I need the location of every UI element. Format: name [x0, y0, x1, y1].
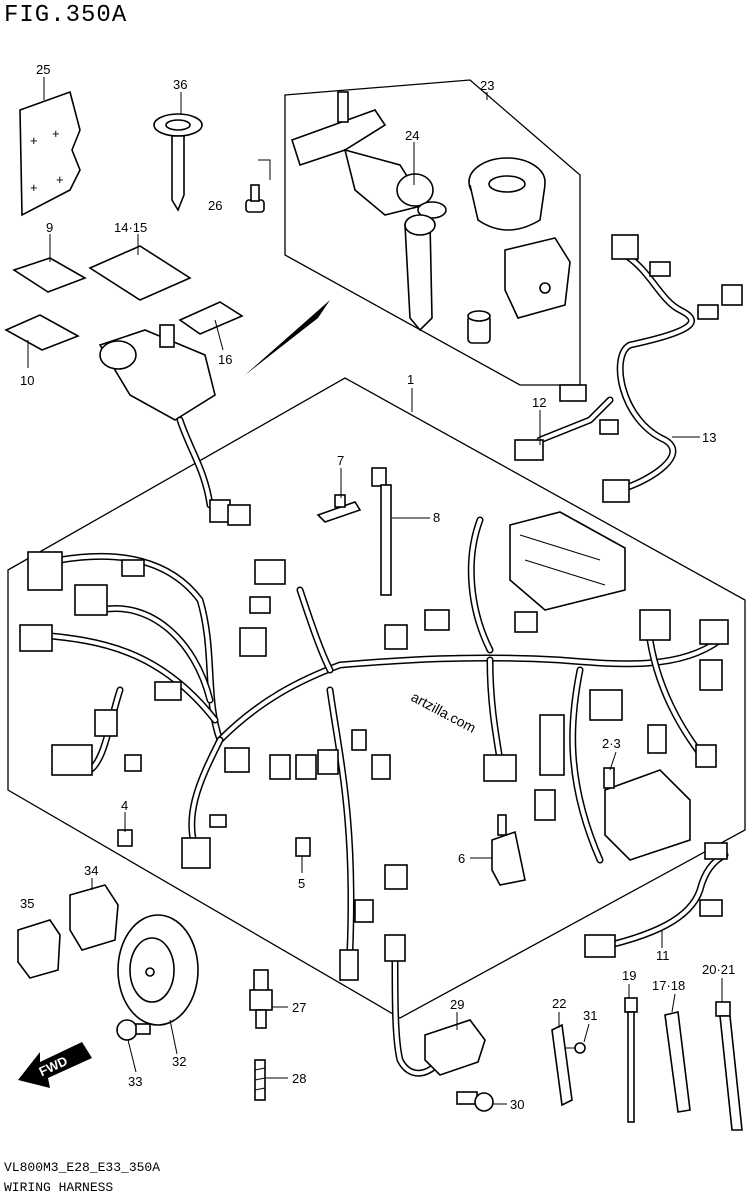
callout-2-3: 2·3: [602, 736, 621, 751]
callout-labels: 1 23 24 25 36 26 9 14·15 16 10 12 13 7 8…: [20, 62, 735, 1112]
clamp-22-part: [551, 1023, 573, 1107]
clamp-2021-part: [715, 1001, 743, 1131]
sensor-29-part: [384, 934, 486, 1077]
svg-text:+: +: [56, 172, 64, 187]
relay-35-part: [17, 919, 61, 979]
relay-6-part: [491, 814, 526, 886]
callout-35: 35: [20, 896, 34, 911]
callout-19: 19: [622, 968, 636, 983]
leader-lines: [27, 77, 723, 1105]
callout-25: 25: [36, 62, 50, 77]
relay-34-part: [69, 884, 119, 951]
callout-17-18: 17·18: [652, 978, 685, 993]
band-19-part: [624, 997, 638, 1123]
callout-26: 26: [208, 198, 222, 213]
callout-10: 10: [20, 373, 34, 388]
callout-32: 32: [172, 1054, 186, 1069]
callout-12: 12: [532, 395, 546, 410]
callout-29: 29: [450, 997, 464, 1012]
bolt-30-part: [456, 1091, 494, 1112]
callout-6: 6: [458, 851, 465, 866]
sub-harness-13-part: [602, 234, 743, 503]
ignition-switch-part: [98, 324, 216, 421]
callout-7: 7: [337, 453, 344, 468]
callout-9: 9: [46, 220, 53, 235]
callout-22: 22: [552, 996, 566, 1011]
label-plates-part: [4, 245, 244, 351]
callout-8: 8: [433, 510, 440, 525]
callout-33: 33: [128, 1074, 142, 1089]
clamp-7-part: [316, 494, 362, 523]
clamp-1718-part: [664, 1011, 691, 1113]
fuse-5-part: [295, 837, 311, 857]
fwd-arrow-icon: FWD: [18, 1042, 92, 1088]
callout-34: 34: [84, 863, 98, 878]
ignition-connector: [209, 499, 251, 526]
callout-4: 4: [121, 798, 128, 813]
callout-5: 5: [298, 876, 305, 891]
callout-30: 30: [510, 1097, 524, 1112]
spring-28-part: [254, 1059, 266, 1101]
screw-26-part: [245, 159, 271, 213]
small-lock-cylinder-part: [467, 310, 491, 344]
callout-28: 28: [292, 1071, 306, 1086]
svg-text:+: +: [30, 133, 38, 148]
sub-harness-12-part: [514, 384, 619, 461]
sub-harness-11-part: [584, 842, 729, 958]
switch-27-part: [249, 969, 273, 1029]
figure-title: FIG.350A: [4, 2, 128, 29]
screw-31-part: [565, 1042, 586, 1054]
callout-31: 31: [583, 1008, 597, 1023]
lock-cap-part: [468, 157, 546, 231]
callout-13: 13: [702, 430, 716, 445]
watermark-text: artzilla.com: [409, 689, 479, 736]
seat-lock-part: [504, 237, 571, 319]
callout-11: 11: [656, 948, 670, 963]
ignition-lock-part: [291, 91, 447, 332]
callout-20-21: 20·21: [702, 962, 735, 977]
direction-triangle: [245, 300, 330, 375]
key-part: [153, 113, 203, 212]
callout-1: 1: [407, 372, 414, 387]
callout-24: 24: [405, 128, 419, 143]
bolt-33-part: [116, 1019, 151, 1041]
callout-23: 23: [480, 78, 494, 93]
callout-16: 16: [218, 352, 232, 367]
svg-text:+: +: [52, 126, 60, 141]
callout-27: 27: [292, 1000, 306, 1015]
main-harness-part: [19, 511, 729, 981]
callout-14-15: 14·15: [114, 220, 147, 235]
fuse-box-part: [603, 767, 691, 861]
callout-36: 36: [173, 77, 187, 92]
bracket-plate-part: + + + +: [19, 90, 81, 217]
fuse-4-part: [117, 829, 133, 847]
svg-text:+: +: [30, 180, 38, 195]
figure-name: WIRING HARNESS: [4, 1180, 114, 1195]
harness-outline-box: [7, 377, 746, 1019]
horn-32-part: [117, 914, 199, 1026]
clamp-band-8-part: [371, 467, 392, 596]
figure-code: VL800M3_E28_E33_350A: [4, 1160, 161, 1175]
